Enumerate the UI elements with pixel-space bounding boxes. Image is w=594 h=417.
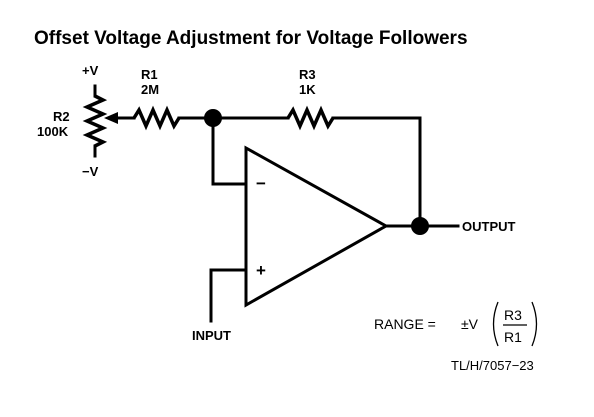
- opamp-noninverting-symbol: +: [256, 261, 266, 280]
- wire-input: [209, 268, 248, 323]
- formula-prefix: RANGE =: [374, 316, 436, 332]
- r2-name-label: R2: [53, 109, 70, 124]
- wire-node-to-inverting: [211, 116, 248, 186]
- r2-wiper-arrow: [104, 112, 118, 124]
- r1-name-label: R1: [141, 67, 158, 82]
- supply-negative-label: −V: [82, 164, 99, 179]
- r1-resistor-body: [132, 105, 181, 131]
- formula-right-paren: [531, 301, 538, 347]
- r3-name-label: R3: [299, 67, 316, 82]
- r3-value-label: 1K: [299, 82, 316, 97]
- formula-numerator: R3: [504, 307, 522, 323]
- formula-left-paren: [492, 301, 499, 347]
- input-label: INPUT: [192, 328, 231, 343]
- potentiometer-r2: [82, 84, 118, 158]
- range-formula: RANGE = ±V R3 R1: [374, 301, 538, 347]
- supply-positive-label: +V: [82, 63, 99, 78]
- opamp-triangle: [244, 145, 390, 308]
- r2-value-label: 100K: [37, 124, 69, 139]
- formula-sign: ±V: [461, 316, 479, 332]
- formula-denominator: R1: [504, 329, 522, 345]
- r2-resistor-body: [82, 94, 108, 148]
- wire-feedback-to-output: [331, 116, 422, 228]
- junction-node-output: [411, 217, 429, 235]
- r3-resistor-body: [286, 105, 335, 131]
- figure-id: TL/H/7057−23: [451, 358, 534, 373]
- r1-value-label: 2M: [141, 82, 159, 97]
- diagram-title: Offset Voltage Adjustment for Voltage Fo…: [34, 28, 468, 49]
- output-label: OUTPUT: [462, 219, 516, 234]
- opamp-inverting-symbol: −: [256, 174, 266, 193]
